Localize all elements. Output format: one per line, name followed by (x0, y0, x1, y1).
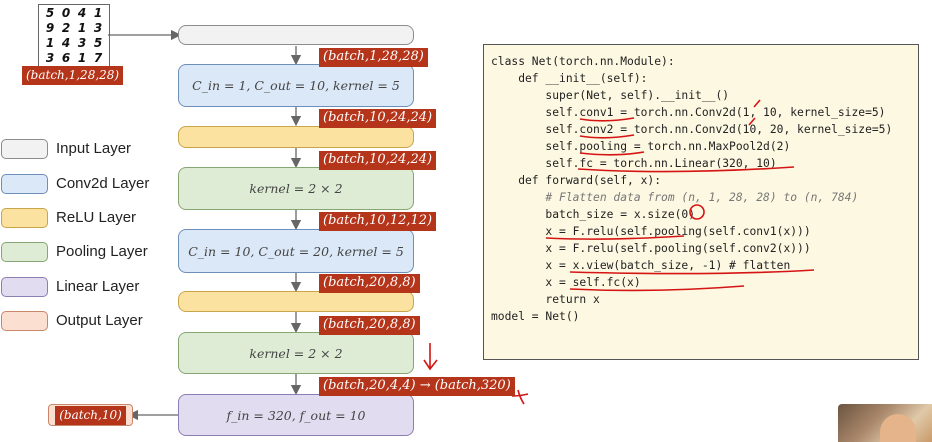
digit-glyph: 4 (61, 36, 71, 50)
shape-tag: (batch,10,24,24) (319, 151, 437, 170)
legend-label: Linear Layer (56, 278, 140, 295)
code-panel: class Net(torch.nn.Module): def __init__… (483, 44, 919, 360)
code-block: class Net(torch.nn.Module): def __init__… (491, 53, 892, 325)
code-line: super(Net, self).__init__() (491, 89, 730, 102)
digit-glyph: 1 (45, 36, 55, 50)
code-line: self.conv2 = torch.nn.Conv2d(10, 20, ker… (491, 123, 893, 136)
layer-params: kernel = 2 × 2 (249, 181, 343, 196)
pool1-layer-box: kernel = 2 × 2 (178, 167, 414, 210)
digit-glyph: 9 (45, 21, 55, 35)
legend-swatch (1, 139, 48, 159)
legend-label: Conv2d Layer (56, 175, 150, 192)
digit-glyph: 4 (77, 6, 87, 20)
shape-tag: (batch,1,28,28) (319, 48, 428, 67)
red-underline-annotations (545, 99, 815, 292)
code-line: x = x.view(batch_size, -1) # flatten (491, 259, 791, 272)
digit-glyph: 0 (61, 6, 71, 20)
digit-glyph: 1 (77, 51, 87, 65)
legend-label: Pooling Layer (56, 243, 148, 260)
relu2-layer-box (178, 291, 414, 312)
digit-glyph: 2 (61, 21, 71, 35)
code-line: return x (491, 293, 600, 306)
digit-glyph: 3 (93, 21, 103, 35)
code-line: self.pooling = torch.nn.MaxPool2d(2) (491, 140, 791, 153)
code-line: x = F.relu(self.pooling(self.conv1(x))) (491, 225, 811, 238)
layer-params: kernel = 2 × 2 (249, 345, 343, 361)
digit-glyph: 1 (93, 6, 103, 20)
presenter-webcam-thumbnail (838, 404, 932, 442)
legend-label: Output Layer (56, 312, 143, 329)
conv1-layer-box: C_in = 1, C_out = 10, kernel = 5 (178, 64, 414, 107)
shape-tag: (batch,10,24,24) (319, 109, 437, 128)
digit-glyph: 5 (93, 36, 103, 50)
code-line: # Flatten data from (n, 1, 28, 28) to (n… (491, 191, 859, 204)
shape-tag: (batch,20,8,8) (319, 274, 420, 293)
legend-swatch (1, 208, 48, 228)
legend-swatch (1, 311, 48, 331)
digit-glyph: 3 (45, 51, 55, 65)
shape-tag: (batch,20,4,4) → (batch,320) (319, 377, 515, 396)
output-shape-caption: (batch,10) (55, 405, 126, 425)
layer-params: f_in = 320, f_out = 10 (226, 407, 366, 423)
code-line: def forward(self, x): (491, 174, 662, 187)
code-line: self.fc = torch.nn.Linear(320, 10) (491, 157, 777, 170)
relu1-layer-box (178, 126, 414, 148)
layer-params: C_in = 10, C_out = 20, kernel = 5 (188, 243, 404, 259)
digit-glyph: 3 (77, 36, 87, 50)
legend-swatch (1, 242, 48, 262)
input-shape-caption: (batch,1,28,28) (22, 66, 124, 85)
shape-tag: (batch,10,12,12) (319, 212, 437, 231)
legend-label: Input Layer (56, 140, 132, 157)
shape-tag: (batch,20,8,8) (319, 316, 420, 335)
output-layer-box: (batch,10) (48, 404, 133, 426)
pool2-layer-box: kernel = 2 × 2 (178, 332, 414, 374)
input-layer-box (178, 25, 414, 45)
conv2-layer-box: C_in = 10, C_out = 20, kernel = 5 (178, 229, 414, 273)
legend-swatch (1, 277, 48, 297)
code-line: model = Net() (491, 310, 580, 323)
code-line: x = self.fc(x) (491, 276, 641, 289)
legend-label: ReLU Layer (56, 209, 137, 226)
digit-glyph: 5 (45, 6, 55, 20)
code-line: self.conv1 = torch.nn.Conv2d(1, 10, kern… (491, 106, 886, 119)
code-line: batch_size = x.size(0) (491, 208, 696, 221)
digit-glyph: 1 (77, 21, 87, 35)
digit-glyph: 6 (61, 51, 71, 65)
layer-params: C_in = 1, C_out = 10, kernel = 5 (192, 78, 400, 93)
legend-swatch (1, 174, 48, 194)
code-line: class Net(torch.nn.Module): (491, 55, 675, 68)
code-line: x = F.relu(self.pooling(self.conv2(x))) (491, 242, 811, 255)
linear-layer-box: f_in = 320, f_out = 10 (178, 394, 414, 436)
code-line: def __init__(self): (491, 72, 648, 85)
digit-glyph: 7 (93, 51, 103, 65)
